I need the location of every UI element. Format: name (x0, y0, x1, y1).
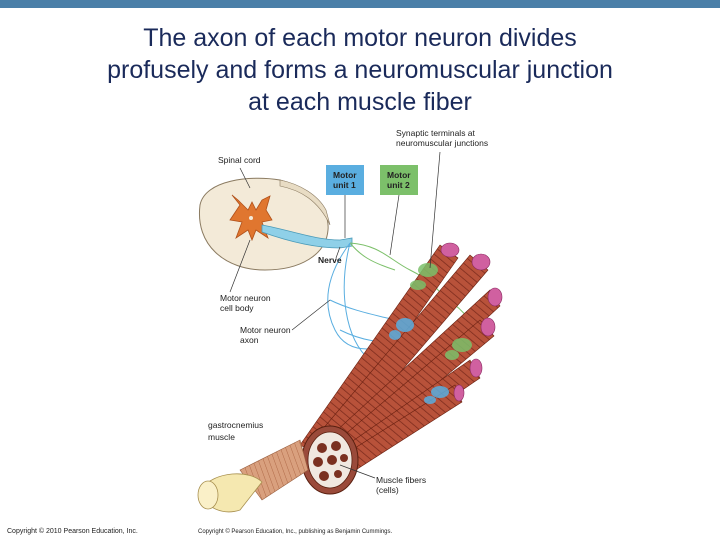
motor-unit-2-label: Motor unit 2 (387, 170, 413, 190)
muscle-fibers-label: Muscle fibers (cells) (376, 475, 428, 495)
motor-unit-1-terminals (389, 318, 449, 404)
title-line-1: The axon of each motor neuron divides (143, 24, 577, 52)
tendon-bone (197, 439, 309, 513)
slide-title: The axon of each motor neuron divides pr… (20, 22, 700, 118)
fiber-end (469, 358, 483, 378)
leader-lines (229, 151, 441, 479)
muscle-cross-section (301, 425, 359, 495)
fiber-end (487, 287, 503, 307)
synaptic-terminals-label: Synaptic terminals at neuromuscular junc… (396, 128, 488, 148)
fiber-end (480, 317, 496, 337)
spinal-cord (198, 177, 331, 271)
motor-unit-1-box (326, 165, 364, 195)
title-line-2: profusely and forms a neuromuscular junc… (107, 56, 613, 84)
top-accent-bar (0, 0, 720, 8)
publisher-credit: Copyright © Pearson Education, Inc., pub… (198, 528, 393, 535)
nerve-label: Nerve (318, 255, 342, 265)
gastrocnemius-label: gastrocnemius muscle (208, 420, 266, 442)
fiber-end (440, 242, 460, 258)
gray-matter (229, 194, 273, 242)
spinal-cord-label: Spinal cord (218, 155, 261, 165)
motor-unit-2-terminals (410, 263, 472, 360)
copyright-notice: Copyright © 2010 Pearson Education, Inc. (7, 528, 138, 535)
fiber-end (453, 384, 465, 402)
title-line-3: at each muscle fiber (248, 88, 472, 116)
motor-unit-1-label: Motor unit 1 (333, 170, 359, 190)
motor-neuron-axon-label: Motor neuron axon (240, 325, 293, 345)
motor-unit-2-box (380, 165, 418, 195)
motor-neuron-cell-body-label: Motor neuron cell body (220, 293, 273, 313)
fiber-end (471, 253, 491, 271)
